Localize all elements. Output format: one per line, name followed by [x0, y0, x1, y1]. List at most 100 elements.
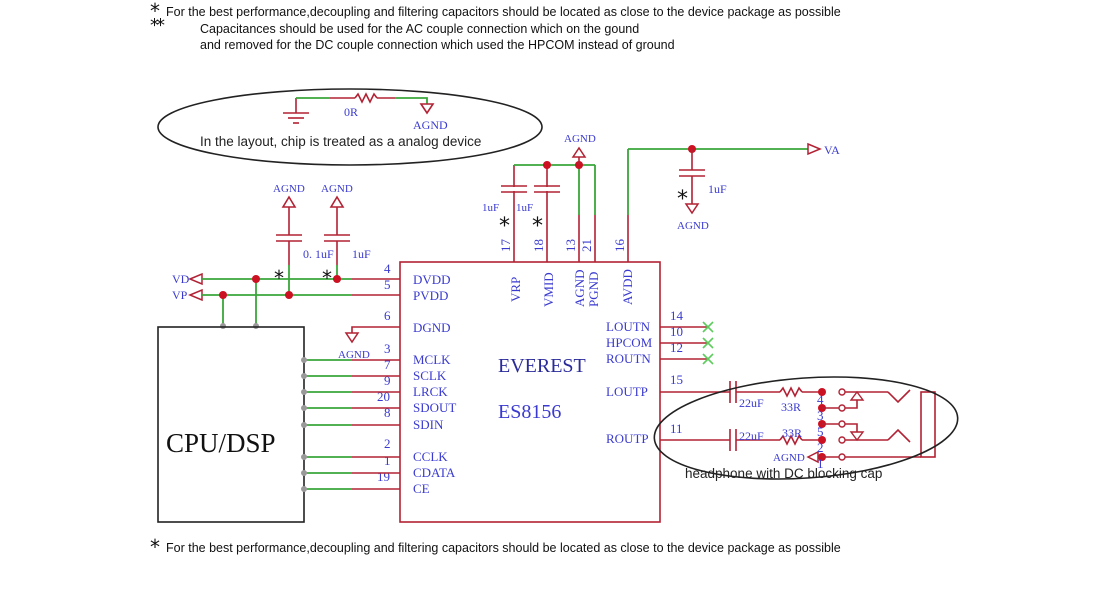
svg-text:13: 13 — [563, 239, 578, 252]
resistor-33r-left — [779, 386, 803, 398]
cpu-dsp-label: CPU/DSP — [166, 428, 276, 458]
svg-text:SDIN: SDIN — [413, 417, 444, 432]
svg-text:11: 11 — [670, 421, 683, 436]
left-pin-labels: 4 DVDD 5 PVDD 6 DGND 3 MCLK 7 SCLK 9 LRC… — [377, 261, 456, 496]
cpu-dsp-block — [157, 326, 305, 523]
note-decoupling-top: For the best performance,decoupling and … — [166, 5, 841, 19]
svg-text:9: 9 — [384, 373, 391, 388]
resistor-33r-right — [779, 434, 803, 446]
svg-text:3: 3 — [384, 341, 391, 356]
svg-text:ROUTN: ROUTN — [606, 351, 651, 366]
chip-vendor-label: EVEREST — [498, 355, 586, 377]
svg-text:3: 3 — [817, 408, 824, 423]
svg-text:5: 5 — [384, 277, 391, 292]
svg-text:MCLK: MCLK — [413, 352, 451, 367]
svg-text:33R: 33R — [781, 400, 801, 414]
asterisk-note-marker: * — [150, 0, 160, 23]
note-ac-couple: Capacitances should be used for the AC c… — [200, 22, 640, 36]
wire — [395, 97, 428, 104]
svg-text:7: 7 — [384, 357, 391, 372]
asterisk-note-marker-bottom: * — [150, 535, 160, 559]
svg-text:22uF: 22uF — [739, 429, 764, 443]
svg-text:4: 4 — [817, 392, 824, 407]
svg-text:2: 2 — [817, 440, 824, 455]
svg-text:*: * — [677, 187, 688, 212]
svg-text:*: * — [532, 214, 543, 239]
svg-text:1uF: 1uF — [482, 202, 499, 214]
svg-text:5: 5 — [817, 424, 824, 439]
svg-text:1: 1 — [384, 453, 391, 468]
vd-port-symbol — [188, 272, 203, 286]
svg-text:LOUTP: LOUTP — [606, 384, 648, 399]
svg-text:VRP: VRP — [508, 277, 523, 302]
chip-part-label: ES8156 — [498, 401, 561, 423]
svg-text:PVDD: PVDD — [413, 288, 448, 303]
svg-text:21: 21 — [579, 239, 594, 252]
svg-text:AVDD: AVDD — [620, 269, 635, 305]
svg-text:1: 1 — [817, 456, 824, 471]
svg-text:CCLK: CCLK — [413, 449, 448, 464]
svg-text:15: 15 — [670, 372, 683, 387]
svg-text:LOUTN: LOUTN — [606, 319, 651, 334]
no-connect-pins — [660, 321, 714, 365]
svg-text:8: 8 — [384, 405, 391, 420]
svg-text:1uF: 1uF — [516, 202, 533, 214]
svg-text:*: * — [499, 214, 510, 239]
va-port-symbol — [807, 142, 822, 156]
cap2-agnd-label: AGND — [321, 183, 353, 195]
cap2-value: 1uF — [352, 247, 371, 261]
cap1-value: 0. 1uF — [303, 247, 334, 261]
svg-text:DVDD: DVDD — [413, 272, 451, 287]
svg-text:16: 16 — [612, 239, 627, 253]
right-pin-labels: LOUTN HPCOM ROUTN LOUTP ROUTP 14 10 12 1… — [606, 308, 684, 446]
headphone-callout-ellipse — [653, 376, 959, 480]
svg-text:PGND: PGND — [586, 272, 601, 307]
digital-bus-wires — [301, 357, 400, 492]
svg-text:LRCK: LRCK — [413, 384, 448, 399]
svg-text:VMID: VMID — [541, 272, 556, 307]
svg-text:14: 14 — [670, 308, 684, 323]
asterisk-marker: * — [274, 266, 284, 290]
vp-port-symbol — [188, 288, 203, 302]
svg-text:19: 19 — [377, 469, 390, 484]
vp-label: VP — [172, 288, 188, 302]
svg-text:SCLK: SCLK — [413, 368, 447, 383]
svg-text:CE: CE — [413, 481, 430, 496]
svg-text:AGND: AGND — [677, 220, 709, 232]
svg-text:SDOUT: SDOUT — [413, 400, 456, 415]
svg-text:2: 2 — [384, 436, 391, 451]
svg-text:1uF: 1uF — [708, 182, 727, 196]
svg-text:AGND: AGND — [564, 133, 596, 145]
svg-text:22uF: 22uF — [739, 396, 764, 410]
asterisk-marker: * — [322, 266, 332, 290]
agnd-symbol — [571, 146, 587, 158]
agnd-symbol — [329, 195, 345, 208]
svg-text:AGND: AGND — [572, 269, 587, 307]
svg-text:18: 18 — [531, 239, 546, 252]
svg-text:6: 6 — [384, 308, 391, 323]
top-pin-wires: AGND 1uF 1uF * * — [482, 133, 629, 262]
svg-text:CDATA: CDATA — [413, 465, 456, 480]
agnd-symbol — [419, 103, 435, 115]
agnd-symbol — [344, 332, 360, 344]
dgnd-agnd-label: AGND — [338, 349, 370, 361]
svg-text:4: 4 — [384, 261, 391, 276]
earth-ground-symbol — [283, 98, 309, 124]
resistor-0r-label: 0R — [344, 105, 358, 119]
svg-text:VA: VA — [824, 143, 840, 157]
note-decoupling-bottom: For the best performance,decoupling and … — [166, 541, 841, 555]
top-pin-labels: 17 18 13 21 16 VRP VMID AGND PGND AVDD — [498, 239, 635, 308]
vd-label: VD — [172, 272, 190, 286]
svg-text:HPCOM: HPCOM — [606, 335, 653, 350]
ground-callout-ellipse — [157, 88, 543, 166]
svg-text:17: 17 — [498, 239, 513, 253]
resistor-0r — [354, 92, 378, 104]
note-dc-couple: and removed for the DC couple connection… — [200, 38, 675, 52]
headphone-caption: headphone with DC blocking cap — [685, 466, 882, 481]
headphone-circuit: 22uF 22uF 33R 33R AGND 4 3 5 2 1 — [660, 381, 936, 471]
svg-text:33R: 33R — [782, 426, 802, 440]
svg-text:DGND: DGND — [413, 320, 451, 335]
agnd-symbol — [281, 195, 297, 208]
agnd-label: AGND — [413, 118, 448, 132]
